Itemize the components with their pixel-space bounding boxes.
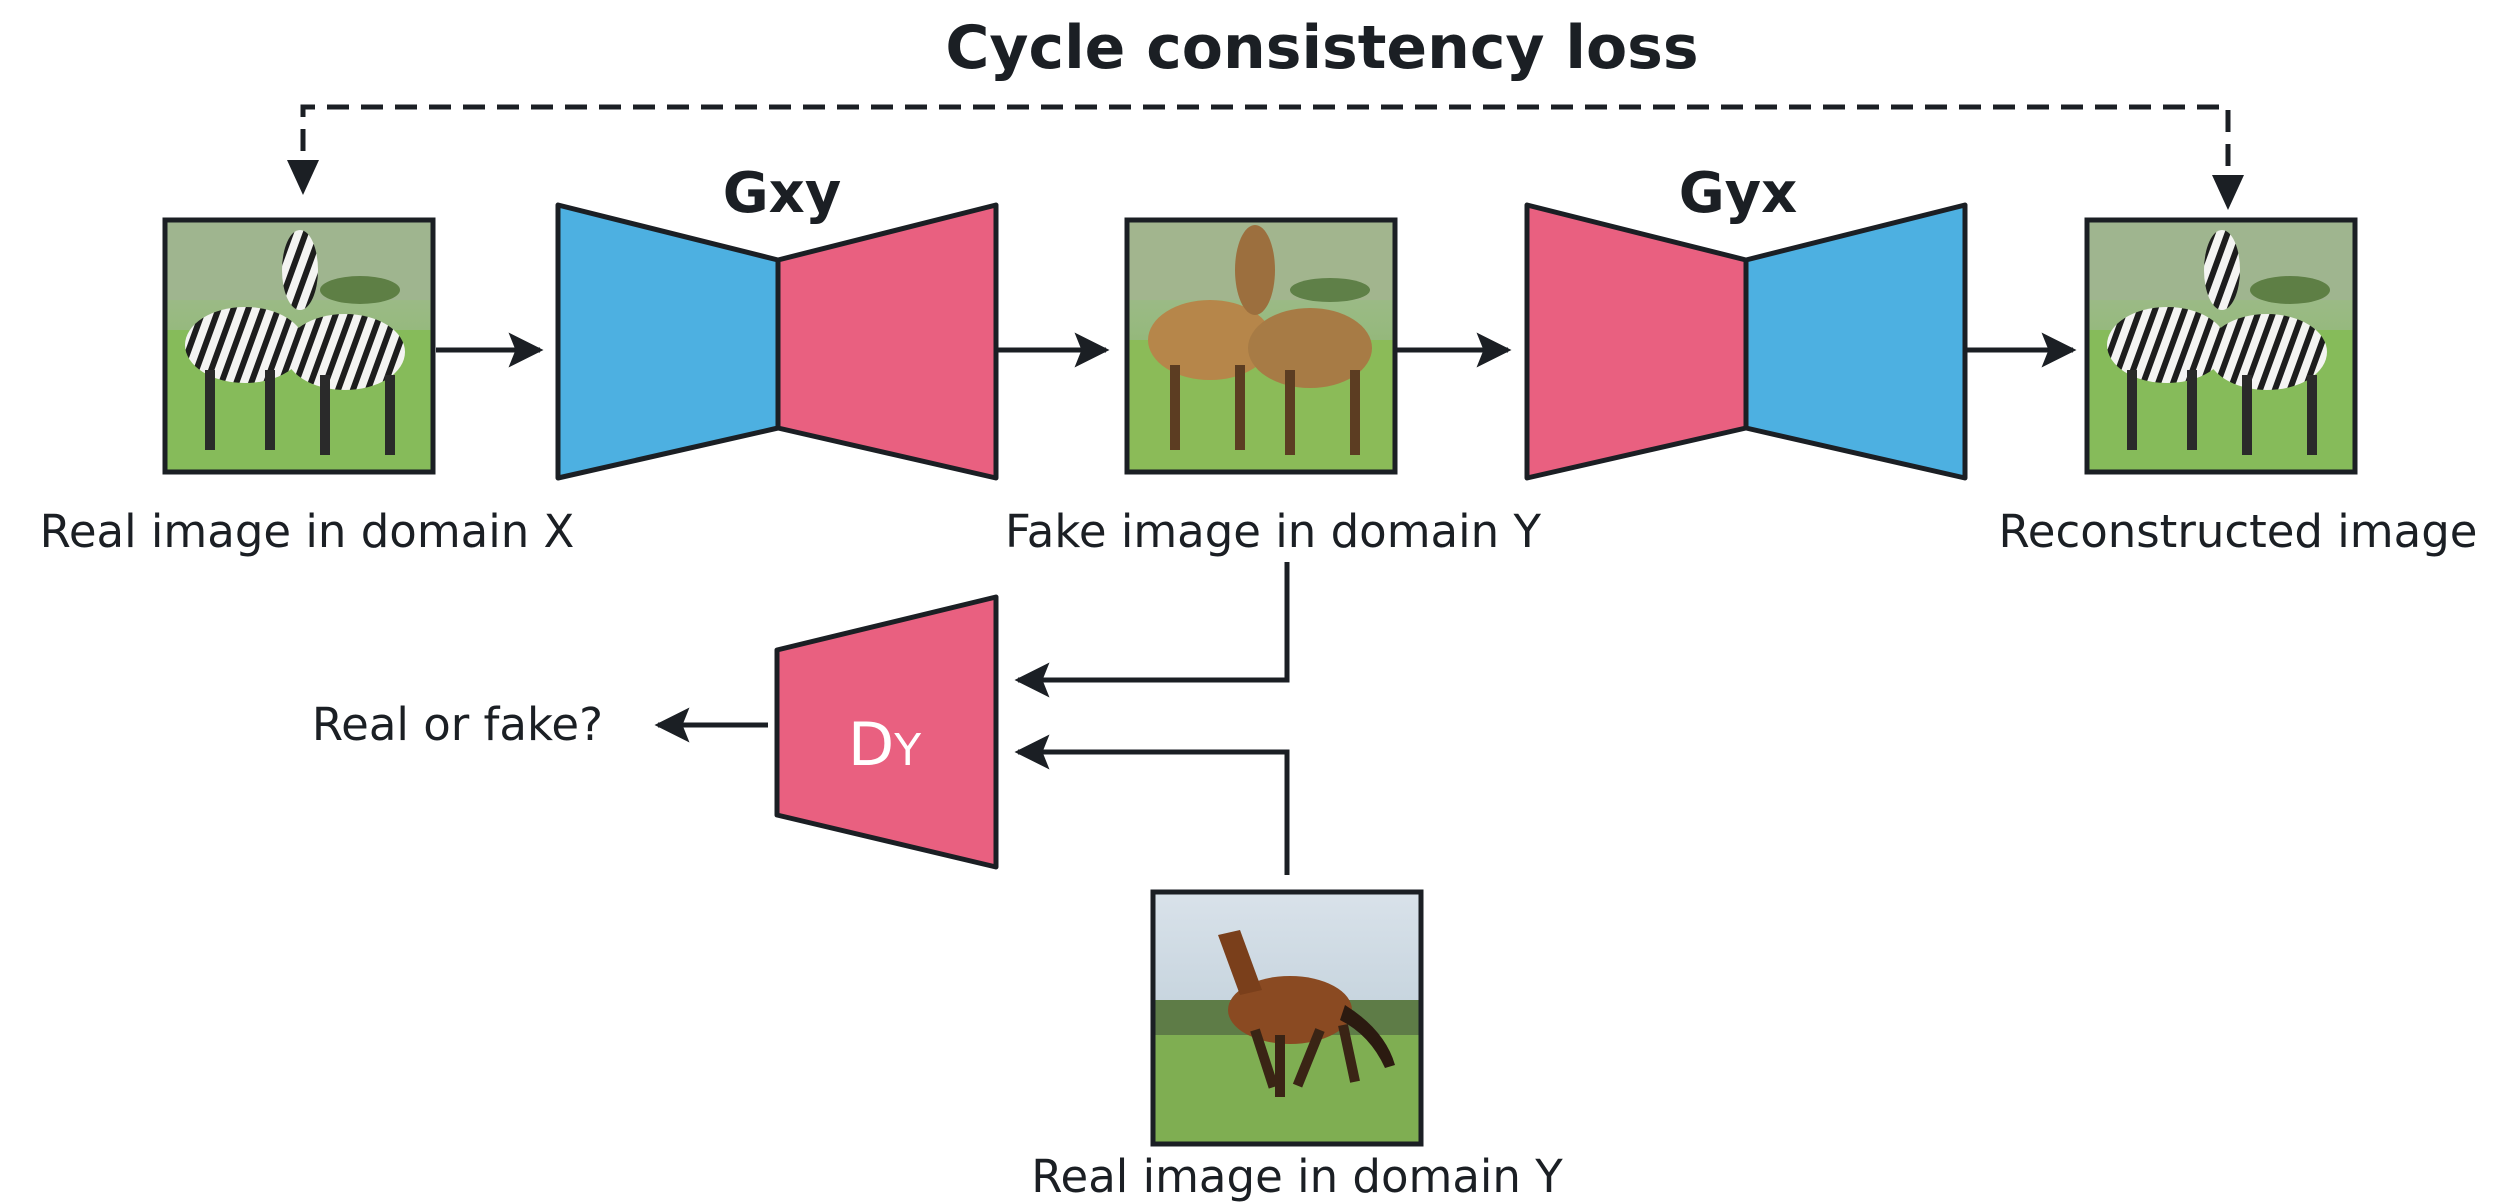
caption-real-y: Real image in domain Y (1031, 1150, 1563, 1203)
arrow-fakey-to-discriminator (1014, 562, 1290, 698)
real-y-image (1150, 889, 1424, 1147)
reconstructed-image (2084, 217, 2358, 475)
discriminator-label: DY (848, 710, 921, 780)
cycle-loss-arrow (300, 104, 2231, 203)
caption-fake-y: Fake image in domain Y (1005, 505, 1541, 558)
discriminator-label-sub: Y (893, 725, 921, 776)
fake-y-image (1124, 217, 1398, 475)
gyx-encoder (1524, 202, 1749, 481)
gxy-label: Gxy (723, 161, 842, 226)
discriminator-label-main: D (848, 710, 894, 780)
real-x-image (162, 217, 436, 475)
title: Cycle consistency loss (945, 13, 1698, 83)
generator-gxy: Gxy (555, 161, 999, 481)
cycle-loss-arrowhead-left (287, 160, 319, 195)
caption-real-or-fake: Real or fake? (312, 698, 603, 751)
caption-real-x: Real image in domain X (40, 505, 575, 558)
caption-reconstructed: Reconstructed image (1999, 505, 2478, 558)
arrow-realy-to-discriminator (1014, 734, 1290, 875)
generator-gyx: Gyx (1524, 161, 1968, 481)
gxy-decoder (775, 202, 999, 481)
gxy-encoder (555, 202, 781, 481)
gyx-label: Gyx (1679, 161, 1798, 226)
gyx-decoder (1743, 202, 1968, 481)
cycle-loss-arrowhead-right (2212, 175, 2244, 210)
discriminator-dy: DY (774, 594, 999, 870)
